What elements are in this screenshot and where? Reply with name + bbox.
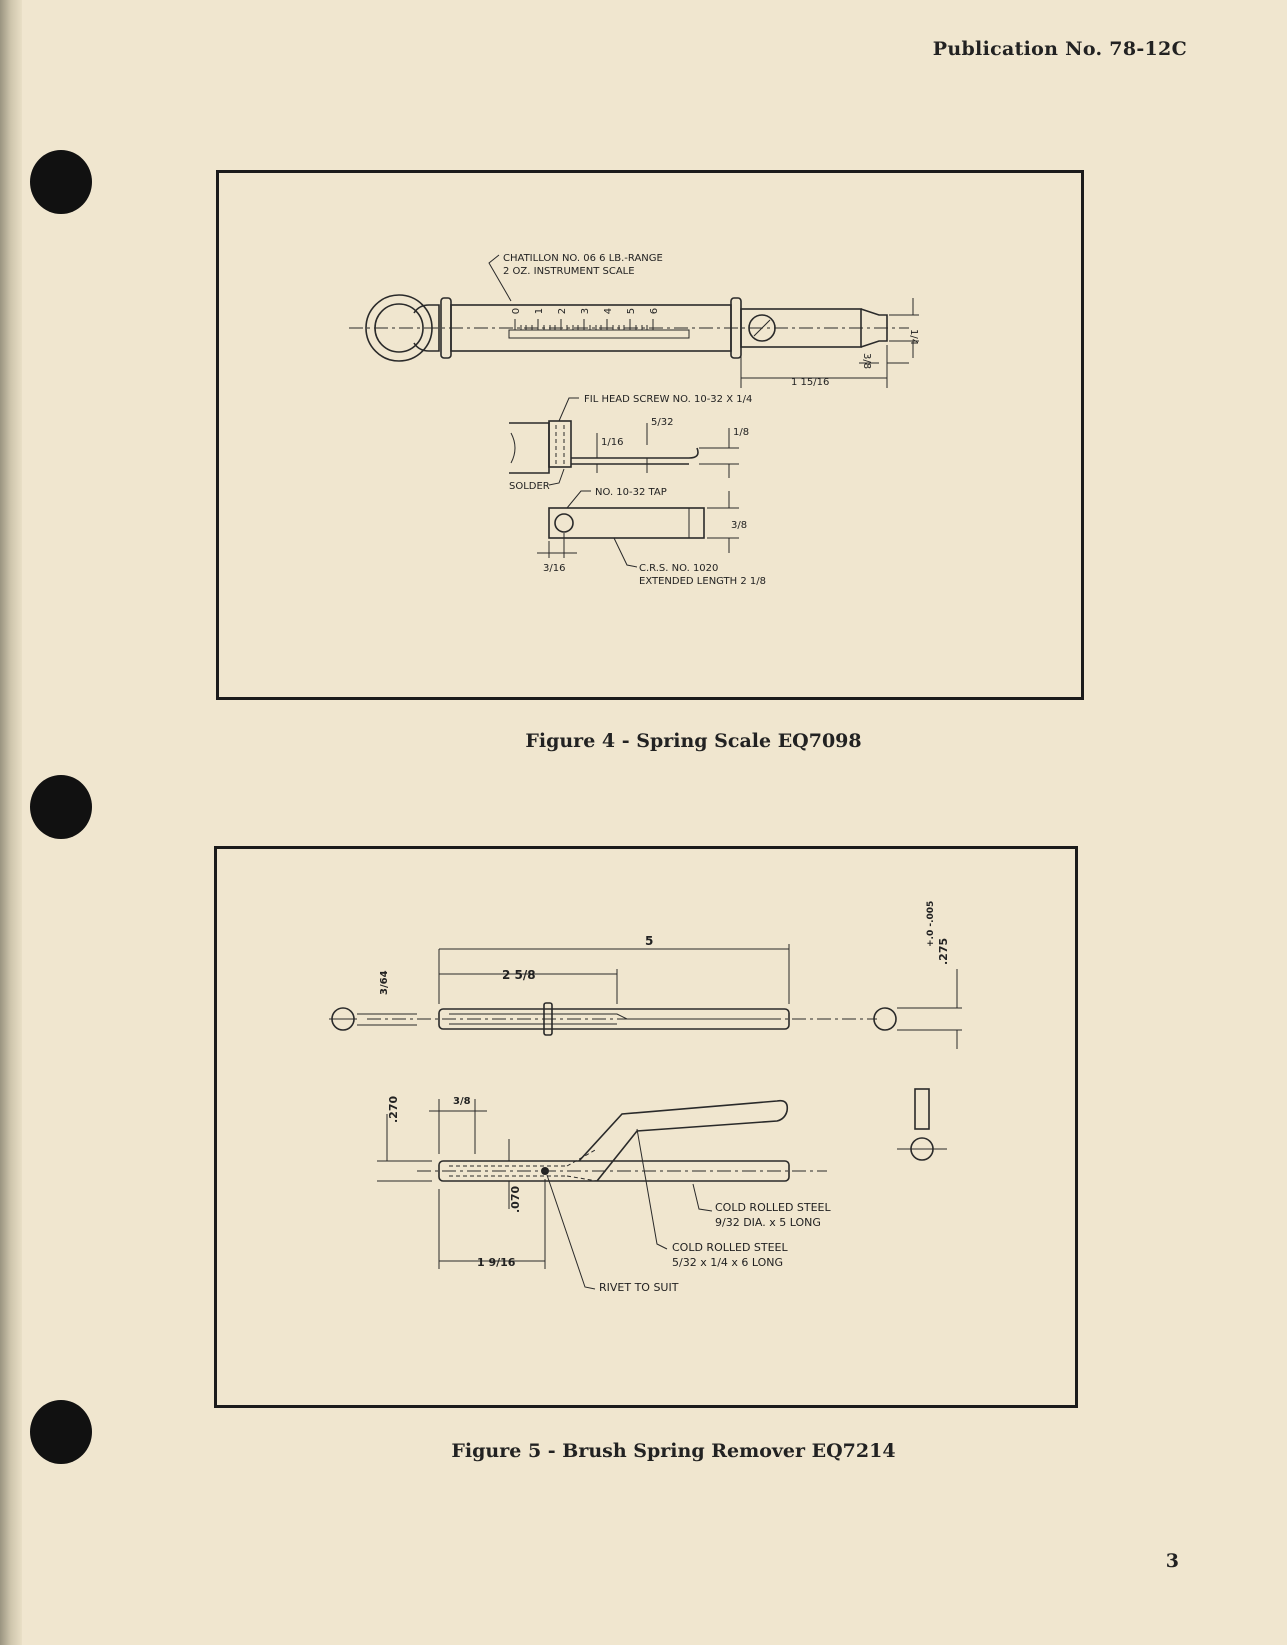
dim-one-8: 1/8 — [733, 427, 749, 438]
scale-tick-label: 5 — [626, 308, 637, 314]
note-crs-line1: C.R.S. NO. 1020 — [639, 563, 718, 574]
scale-tick-label: 1 — [534, 308, 545, 314]
spring-scale-drawing: 0 1 2 3 4 5 6 CHATILLON NO. 06 6 LB.-RAN… — [349, 253, 919, 587]
figure-5-caption: Figure 5 - Brush Spring Remover EQ7214 — [451, 1440, 896, 1462]
note-rivet: RIVET TO SUIT — [599, 1281, 679, 1294]
scale-tick-label: 2 — [557, 308, 568, 314]
dim-three-16: 3/16 — [543, 563, 565, 574]
note-steel1-line2: 9/32 DIA. x 5 LONG — [715, 1216, 821, 1229]
end-view-right — [873, 1007, 897, 1031]
note-steel2-line1: COLD ROLLED STEEL — [672, 1241, 789, 1254]
scale-tick-label: 3 — [580, 308, 591, 314]
figure-4-frame: 0 1 2 3 4 5 6 CHATILLON NO. 06 6 LB.-RAN… — [216, 170, 1084, 700]
note-scale-line2: 2 OZ. INSTRUMENT SCALE — [503, 266, 635, 277]
dim-length: 1 15/16 — [791, 377, 829, 388]
punch-hole — [30, 775, 92, 839]
dim-five-32: 5/32 — [651, 417, 673, 428]
scale-tick-label: 4 — [603, 308, 614, 314]
flat-bar — [548, 507, 705, 539]
figure-4-caption: Figure 4 - Spring Scale EQ7098 — [525, 730, 862, 752]
dim-dia: .275 — [937, 938, 950, 965]
dim-three-8: 3/8 — [453, 1096, 471, 1107]
dim-overall: 5 — [645, 934, 653, 948]
scale-ticks: 0 1 2 3 4 5 6 — [511, 308, 660, 330]
dim-tip-quarter: 1/4 — [908, 329, 919, 345]
scale-tick-label: 0 — [511, 308, 522, 314]
brush-spring-remover-drawing: 5 2 5/8 3/64 .275 +.0 -.005 .270 3/8 .07… — [329, 901, 962, 1294]
note-steel1-line1: COLD ROLLED STEEL — [715, 1201, 832, 1214]
scale-tick-label: 6 — [649, 308, 660, 314]
dim-h070: .070 — [509, 1186, 522, 1213]
dim-offset: 1 9/16 — [477, 1256, 516, 1269]
dim-tip-three-eighths: 3/8 — [861, 353, 872, 369]
note-steel2-line2: 5/32 x 1/4 x 6 LONG — [672, 1256, 783, 1269]
dim-tolerance: +.0 -.005 — [926, 901, 936, 947]
note-crs-line2: EXTENDED LENGTH 2 1/8 — [639, 576, 766, 587]
dim-h270: .270 — [387, 1096, 400, 1123]
figure-5-frame: 5 2 5/8 3/64 .275 +.0 -.005 .270 3/8 .07… — [214, 846, 1078, 1408]
dim-three-64: 3/64 — [379, 970, 390, 995]
note-scale-line1: CHATILLON NO. 06 6 LB.-RANGE — [503, 253, 663, 264]
dim-one-16: 1/16 — [601, 437, 623, 448]
punch-hole — [30, 150, 92, 214]
note-solder: SOLDER — [509, 481, 550, 492]
note-tap: NO. 10-32 TAP — [595, 487, 667, 498]
publication-number: Publication No. 78-12C — [932, 38, 1187, 60]
punch-hole — [30, 1400, 92, 1464]
dim-mid: 2 5/8 — [502, 968, 536, 982]
page-number: 3 — [1165, 1550, 1179, 1572]
dim-three-8: 3/8 — [731, 520, 747, 531]
remover-top-view — [438, 1008, 790, 1030]
note-screw: FIL HEAD SCREW NO. 10-32 X 1/4 — [584, 394, 752, 405]
page-binding-edge — [0, 0, 22, 1645]
